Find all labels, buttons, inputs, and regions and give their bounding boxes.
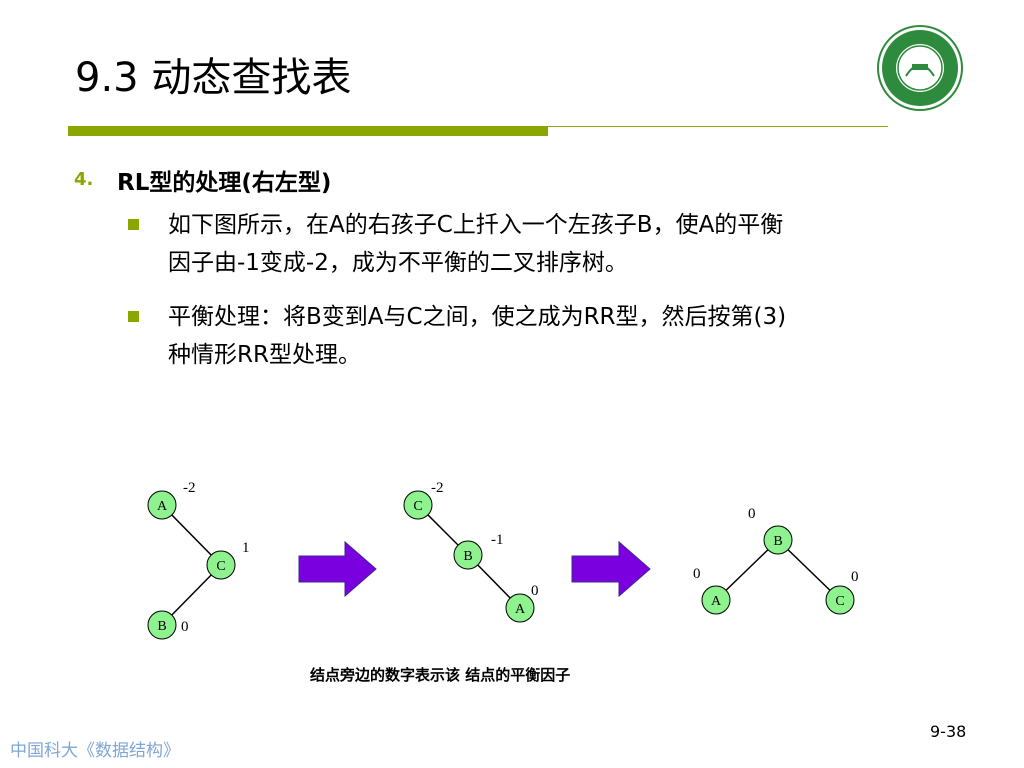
right-arrow-icon — [571, 540, 651, 598]
svg-text:C: C — [413, 499, 422, 514]
bullet-marker — [128, 311, 139, 322]
tree-node-b: B — [453, 540, 483, 570]
title-underline-line — [548, 126, 888, 127]
bullet-2-line-1: 平衡处理：将B变到A与C之间，使之成为RR型，然后按第(3) — [168, 304, 787, 330]
page-number: 9-38 — [930, 722, 967, 741]
balance-factor: -2 — [183, 480, 196, 496]
tree-node-a: A — [505, 593, 535, 623]
tree-node-c: C — [825, 585, 855, 615]
svg-text:B: B — [773, 534, 782, 549]
balance-factor: 0 — [693, 566, 701, 582]
bullet-2-line-2: 种情形RR型处理。 — [168, 342, 361, 368]
list-number: 4. — [74, 169, 94, 190]
bullet-text-1: 如下图所示，在A的右孩子C上扦入一个左孩子B，使A的平衡 因子由-1变成-2，成… — [168, 206, 958, 282]
bullet-1-line-2: 因子由-1变成-2，成为不平衡的二叉排序树。 — [168, 250, 628, 276]
svg-text:A: A — [515, 602, 526, 617]
tree-node-c: C — [403, 490, 433, 520]
bullet-1-line-1: 如下图所示，在A的右孩子C上扦入一个左孩子B，使A的平衡 — [168, 212, 784, 238]
svg-text:B: B — [157, 619, 166, 634]
bullet-marker — [128, 219, 139, 230]
bullet-text-2: 平衡处理：将B变到A与C之间，使之成为RR型，然后按第(3) 种情形RR型处理。 — [168, 298, 958, 374]
right-arrow-icon — [298, 540, 377, 598]
svg-text:C: C — [216, 559, 225, 574]
svg-text:A: A — [157, 499, 168, 514]
tree-node-a: A — [147, 490, 177, 520]
tree-node-b: B — [763, 525, 793, 555]
tree-node-c: C — [206, 550, 236, 580]
svg-text:A: A — [711, 594, 722, 609]
section-heading: RL型的处理(右左型) — [117, 170, 332, 196]
tree-node-b: B — [147, 610, 177, 640]
balance-factor: 0 — [748, 506, 756, 522]
balance-factor: 0 — [181, 619, 189, 635]
university-logo — [877, 25, 963, 111]
svg-text:C: C — [835, 594, 844, 609]
svg-text:B: B — [463, 549, 472, 564]
title-underline-bar — [68, 126, 548, 136]
diagram-caption: 结点旁边的数字表示该 结点的平衡因子 — [310, 666, 571, 684]
balance-factor: -1 — [491, 532, 504, 548]
footer-course-name: 中国科大《数据结构》 — [10, 741, 180, 761]
balance-factor: 0 — [851, 569, 859, 585]
balance-factor: 0 — [531, 583, 539, 599]
balance-factor: -2 — [431, 480, 444, 496]
balance-factor: 1 — [242, 540, 250, 556]
slide-title: 9.3 动态查找表 — [75, 55, 352, 101]
tree-node-a: A — [701, 585, 731, 615]
